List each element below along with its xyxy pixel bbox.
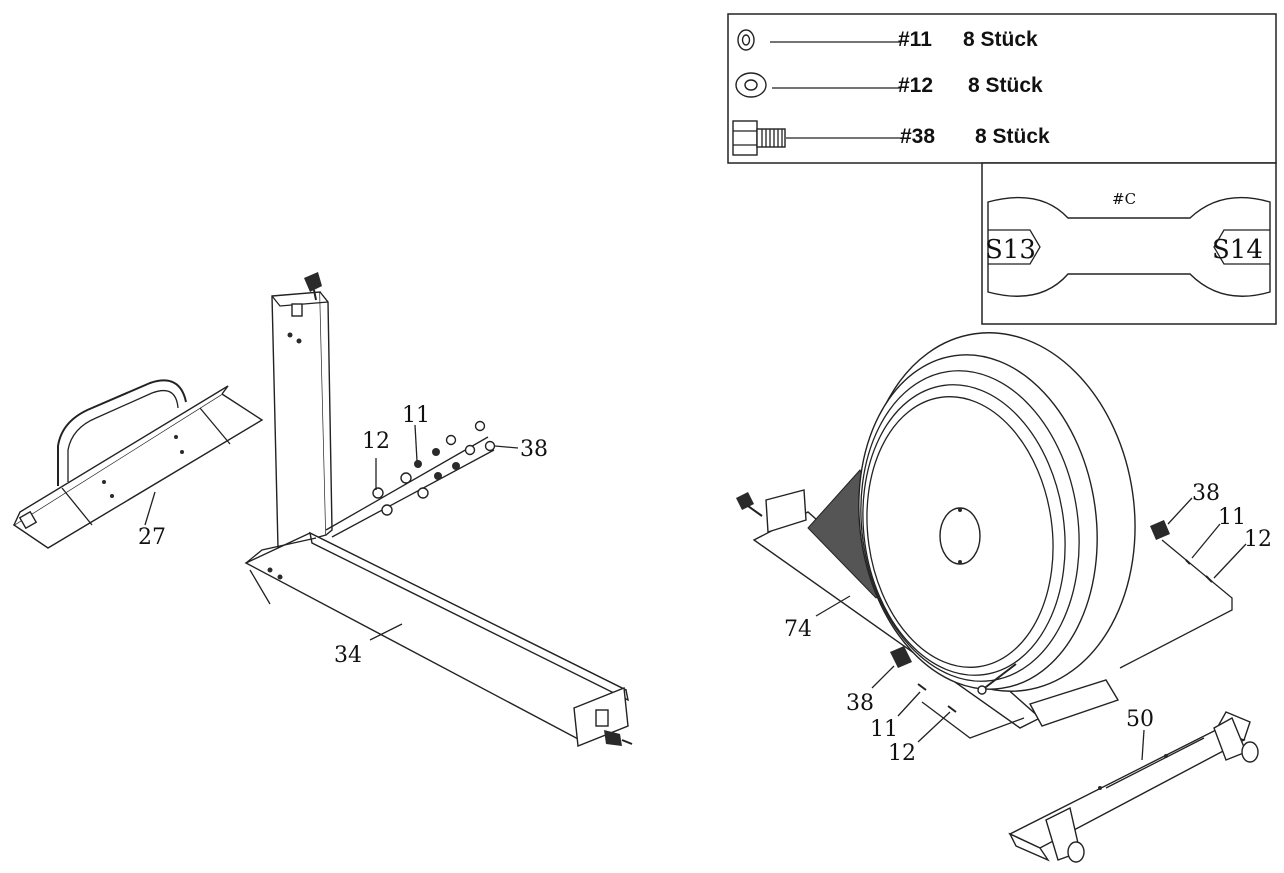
- hardware-part-number: #11: [898, 28, 932, 51]
- hardware-table: #11 8 Stück #12 8 Stück: [727, 13, 1277, 164]
- callout-label: 11: [870, 717, 898, 742]
- hardware-quantity: 8 Stück: [975, 125, 1050, 148]
- callout-label: 38: [520, 437, 548, 462]
- washer-large-icon: [735, 72, 767, 98]
- hardware-row-12: #12 8 Stück: [735, 72, 1043, 98]
- callout-label: 38: [846, 691, 874, 716]
- callout-label: 11: [402, 403, 430, 428]
- wrench-left-size: S13: [985, 235, 1036, 265]
- hardware-right-top: [1150, 520, 1213, 583]
- bolt-icon: [732, 120, 786, 156]
- hardware-part-number: #38: [900, 125, 935, 148]
- tool-box: #C S13 S14: [981, 162, 1277, 325]
- hardware-row-38: #38 8 Stück: [732, 120, 1050, 156]
- washer-small-icon: [737, 29, 755, 51]
- front-stabilizer-part-50: 50: [1008, 707, 1259, 863]
- callout-label: 12: [362, 429, 390, 454]
- hardware-washers-12: [372, 472, 429, 516]
- hardware-quantity: 8 Stück: [968, 74, 1043, 97]
- tool-id-label: #C: [1112, 190, 1136, 208]
- callout-label: 50: [1126, 707, 1154, 732]
- hardware-washers-11: [414, 448, 460, 480]
- callout-label: 34: [334, 643, 362, 668]
- hardware-row-11: #11 8 Stück: [737, 28, 1038, 51]
- handle-part-27: 27: [12, 379, 264, 550]
- callout-label: 12: [888, 741, 916, 766]
- rear-frame-part-34: 12 11 38 34: [244, 272, 633, 747]
- callout-label: 27: [138, 525, 166, 550]
- hardware-quantity: 8 Stück: [963, 28, 1038, 51]
- wrench-icon: [987, 196, 1271, 297]
- callout-label: 38: [1192, 481, 1220, 506]
- callout-label: 74: [784, 617, 812, 642]
- hardware-part-number: #12: [898, 74, 933, 97]
- main-frame-part-74: 38 11 12 38 11 12 74: [736, 332, 1272, 766]
- callout-label: 12: [1244, 527, 1272, 552]
- wheel-icon: [1067, 741, 1259, 863]
- hardware-bolts-38: [445, 420, 496, 456]
- hardware-right-bottom: [890, 646, 957, 713]
- flywheel-cover: [858, 332, 1136, 692]
- callout-label: 11: [1218, 505, 1246, 530]
- wrench-right-size: S14: [1212, 235, 1263, 265]
